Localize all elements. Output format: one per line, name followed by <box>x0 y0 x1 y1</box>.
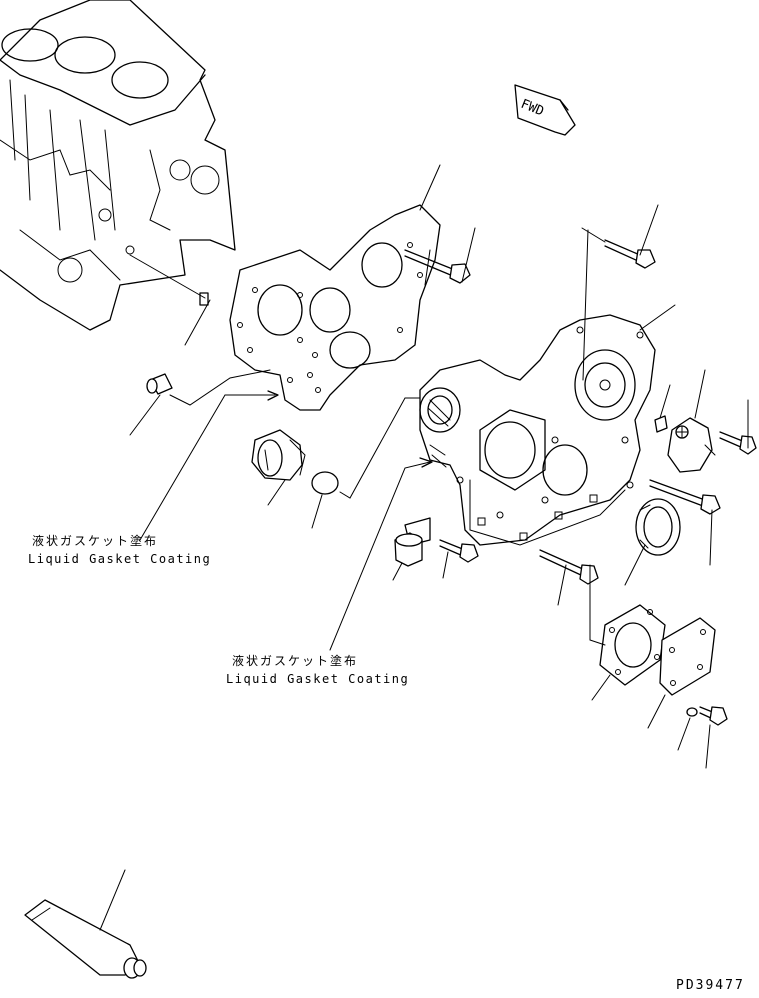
gasket-note-left-en: Liquid Gasket Coating <box>28 552 212 566</box>
bolt-lower-left <box>439 539 479 579</box>
bolt-right <box>719 399 757 455</box>
bolt-cover <box>699 706 728 769</box>
cover-plate <box>647 617 716 729</box>
liquid-gasket-tube <box>24 869 147 979</box>
dowel-pin <box>129 254 209 306</box>
plug <box>654 384 671 433</box>
bolt-lower-center <box>539 549 599 606</box>
bolt-upper-right <box>582 204 659 381</box>
sensor-unit <box>667 369 716 473</box>
o-ring <box>311 471 339 495</box>
engine-block <box>0 0 236 331</box>
bolt-seal <box>649 479 721 566</box>
cover-gasket <box>589 564 666 701</box>
bolt-top <box>404 227 476 284</box>
gasket-note-center-jp: 液状ガスケット塗布 <box>232 654 359 668</box>
oil-filler-cap <box>251 429 306 481</box>
gasket-note-left-jp: 液状ガスケット塗布 <box>32 534 159 548</box>
front-plate-gasket <box>229 204 441 411</box>
oil-seal <box>624 498 681 586</box>
fwd-direction-marker: FWD <box>514 84 576 136</box>
gasket-note-center-en: Liquid Gasket Coating <box>226 672 410 686</box>
timing-gear-case <box>419 314 656 546</box>
washer <box>677 707 698 751</box>
bushing <box>146 373 173 395</box>
rubber-cap <box>392 532 423 581</box>
drawing-number: PD39477 <box>676 978 745 993</box>
